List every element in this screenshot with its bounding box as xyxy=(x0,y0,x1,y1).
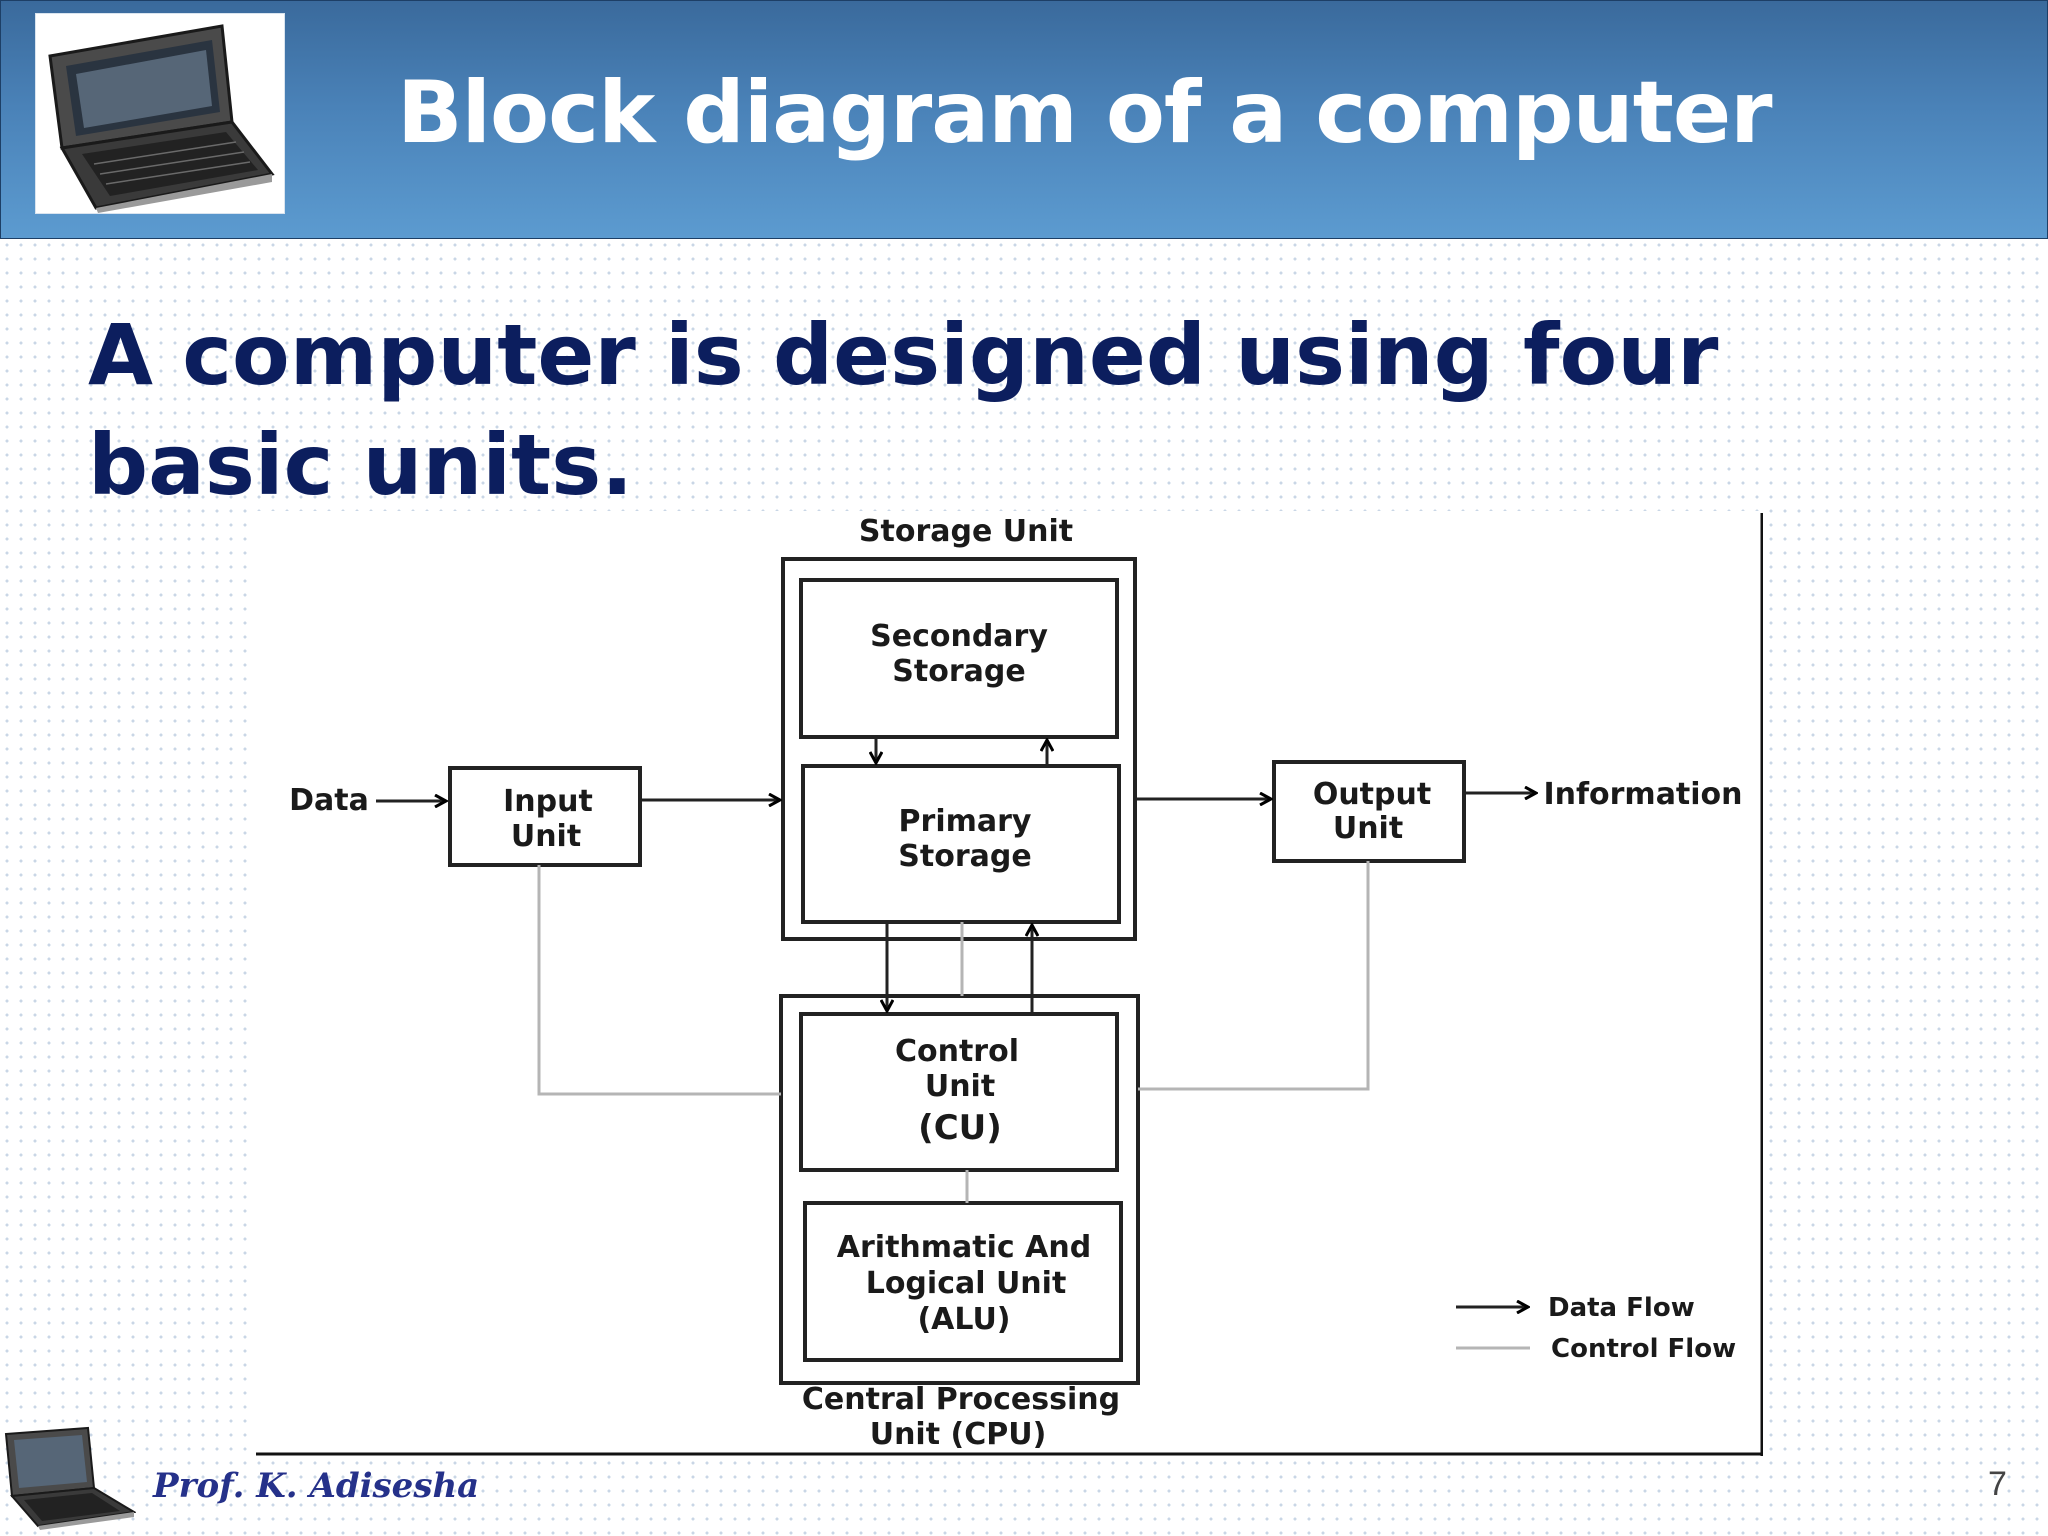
storage-unit-label: Storage Unit xyxy=(859,514,1073,549)
laptop-icon xyxy=(2,1426,137,1530)
alu-line2: Logical Unit xyxy=(866,1266,1067,1301)
control-flow-output-line xyxy=(1138,861,1370,1091)
data-label: Data xyxy=(289,783,369,818)
output-unit-line2: Unit xyxy=(1333,811,1403,846)
input-unit-line2: Unit xyxy=(511,819,581,854)
legend-control-flow-label: Control Flow xyxy=(1551,1334,1736,1364)
author-name: Prof. K. Adisesha xyxy=(153,1466,480,1506)
control-unit-line3: (CU) xyxy=(918,1108,1002,1148)
primary-storage-line1: Primary xyxy=(899,804,1032,839)
slide-header: Block diagram of a computer xyxy=(0,0,2048,239)
storage-unit-box xyxy=(781,557,1137,941)
primary-storage-line2: Storage xyxy=(898,839,1031,874)
cpu-label-line2: Unit (CPU) xyxy=(870,1417,1047,1452)
cpu-label-line1: Central Processing xyxy=(802,1382,1120,1417)
control-unit-box xyxy=(799,1012,1119,1172)
secondary-storage-line1: Secondary xyxy=(870,619,1048,654)
alu-line1: Arithmatic And xyxy=(837,1230,1091,1265)
secondary-storage-line2: Storage xyxy=(892,654,1025,689)
cpu-box xyxy=(779,994,1140,1385)
legend-data-flow-label: Data Flow xyxy=(1548,1293,1695,1323)
slide-title: Block diagram of a computer xyxy=(397,63,1773,163)
control-unit-line1: Control xyxy=(895,1034,1019,1069)
laptop-icon xyxy=(35,13,285,214)
secondary-storage-box xyxy=(799,578,1119,739)
block-diagram: Storage Unit Secondary Storage Primary S… xyxy=(256,511,1763,1456)
page-number: 7 xyxy=(1988,1465,2007,1503)
input-unit-box xyxy=(448,766,642,867)
output-unit-line1: Output xyxy=(1313,777,1431,812)
control-unit-line2: Unit xyxy=(925,1069,995,1104)
input-unit-line1: Input xyxy=(503,784,593,819)
control-flow-input-line xyxy=(537,865,781,1096)
alu-line3: (ALU) xyxy=(917,1302,1010,1337)
alu-box xyxy=(803,1201,1123,1362)
information-label: Information xyxy=(1543,777,1742,812)
lead-text: A computer is designed using four basic … xyxy=(88,306,1719,514)
